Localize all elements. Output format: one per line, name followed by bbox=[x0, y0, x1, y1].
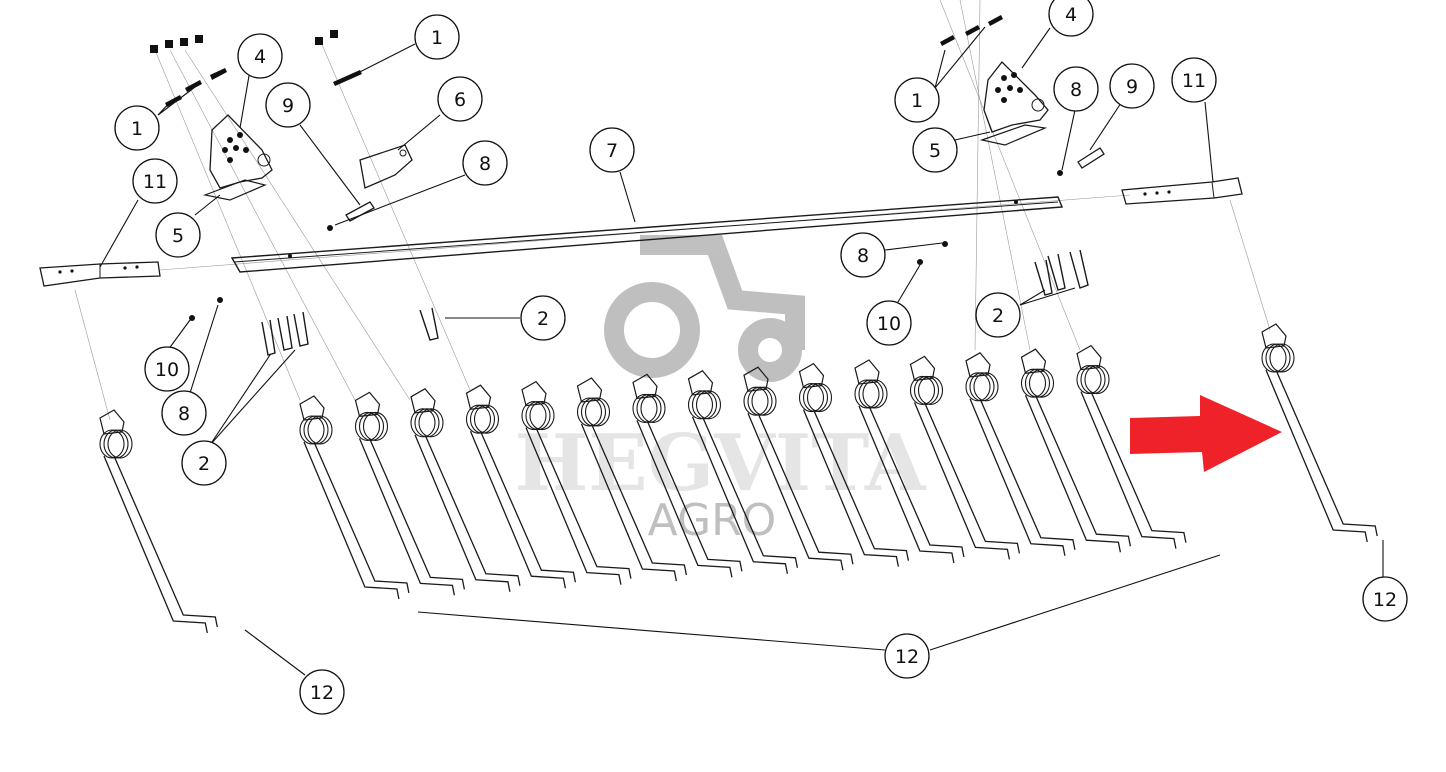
u-clips bbox=[261, 249, 1089, 356]
spring-tine bbox=[965, 352, 1076, 556]
spring-tine bbox=[410, 388, 521, 592]
callout-1: 1 bbox=[414, 14, 460, 60]
callout-label: 1 bbox=[431, 27, 443, 49]
pins bbox=[345, 147, 1105, 222]
spring-tine bbox=[632, 373, 743, 578]
callout-10: 10 bbox=[144, 346, 190, 392]
callout-label: 5 bbox=[929, 140, 941, 162]
callout-8: 8 bbox=[462, 140, 508, 186]
callout-1: 1 bbox=[114, 105, 160, 151]
callout-11: 11 bbox=[132, 158, 178, 204]
callout-4: 4 bbox=[1048, 0, 1094, 37]
callout-9: 9 bbox=[265, 82, 311, 128]
watermark-sub: AGRO bbox=[648, 495, 777, 546]
spring-tine bbox=[1020, 348, 1132, 553]
callout-2: 2 bbox=[975, 292, 1021, 338]
callout-7: 7 bbox=[589, 127, 635, 173]
callout-label: 12 bbox=[310, 682, 334, 704]
callout-label: 1 bbox=[131, 118, 143, 140]
spring-tine bbox=[798, 362, 910, 567]
callout-label: 6 bbox=[454, 89, 466, 111]
callout-4: 4 bbox=[237, 33, 283, 79]
tractor-icon bbox=[604, 235, 805, 382]
callout-label: 11 bbox=[143, 171, 167, 193]
plate bbox=[359, 144, 413, 189]
callout-8: 8 bbox=[840, 232, 886, 278]
spring-tine bbox=[1076, 344, 1187, 549]
callout-label: 4 bbox=[254, 46, 266, 68]
bracket-left bbox=[202, 114, 273, 201]
callout-label: 8 bbox=[1070, 79, 1082, 101]
beam bbox=[230, 196, 1064, 273]
callout-label: 2 bbox=[198, 453, 210, 475]
spring-tine bbox=[743, 366, 854, 571]
callout-11: 11 bbox=[1171, 57, 1217, 103]
callout-12: 12 bbox=[1362, 576, 1408, 622]
watermark-brand: HEGVITA bbox=[514, 418, 927, 509]
callouts: 1 1 1 4 4 9 9 6 8 8 8 8 7 11 11 5 5 2 2 … bbox=[114, 0, 1408, 715]
callout-10: 10 bbox=[866, 300, 912, 346]
callout-1: 1 bbox=[894, 77, 940, 123]
callout-6: 6 bbox=[437, 76, 483, 122]
spring-tine bbox=[521, 380, 632, 585]
callout-5: 5 bbox=[912, 127, 958, 173]
callout-label: 8 bbox=[479, 153, 491, 175]
callout-label: 7 bbox=[606, 140, 618, 162]
callout-5: 5 bbox=[155, 212, 201, 258]
callout-label: 12 bbox=[1373, 589, 1397, 611]
callout-label: 4 bbox=[1065, 4, 1077, 26]
spring-tine bbox=[854, 359, 965, 564]
callout-label: 5 bbox=[172, 225, 184, 247]
callout-12: 12 bbox=[884, 633, 930, 679]
bracket-right bbox=[979, 61, 1049, 146]
callout-label: 10 bbox=[155, 359, 179, 381]
spring-tine bbox=[99, 409, 218, 634]
callout-label: 9 bbox=[1126, 76, 1138, 98]
callout-8: 8 bbox=[1053, 66, 1099, 112]
tube-right bbox=[1121, 177, 1243, 205]
callout-label: 8 bbox=[178, 403, 190, 425]
spring-tine bbox=[465, 384, 577, 589]
leader-lines bbox=[99, 26, 1384, 676]
callout-label: 9 bbox=[282, 95, 294, 117]
callout-label: 10 bbox=[877, 313, 901, 335]
tube-left bbox=[39, 261, 161, 287]
watermark: HEGVITA AGRO bbox=[514, 235, 927, 546]
callout-label: 2 bbox=[992, 305, 1004, 327]
callout-label: 12 bbox=[895, 646, 919, 668]
callout-label: 2 bbox=[537, 308, 549, 330]
callout-2: 2 bbox=[181, 440, 227, 486]
callout-label: 11 bbox=[1182, 70, 1206, 92]
spring-tine bbox=[576, 377, 688, 582]
spring-tine bbox=[1261, 323, 1378, 543]
right-arrow-icon bbox=[1130, 395, 1282, 472]
callout-2: 2 bbox=[520, 295, 566, 341]
spring-tine bbox=[687, 370, 799, 574]
callout-label: 8 bbox=[857, 245, 869, 267]
spring-tine bbox=[909, 355, 1021, 560]
tine-group bbox=[99, 323, 1378, 634]
callout-12: 12 bbox=[299, 669, 345, 715]
callout-label: 1 bbox=[911, 90, 923, 112]
spring-tine bbox=[299, 395, 410, 600]
callout-8: 8 bbox=[161, 390, 207, 436]
spring-tine bbox=[354, 391, 466, 596]
callout-9: 9 bbox=[1109, 63, 1155, 109]
